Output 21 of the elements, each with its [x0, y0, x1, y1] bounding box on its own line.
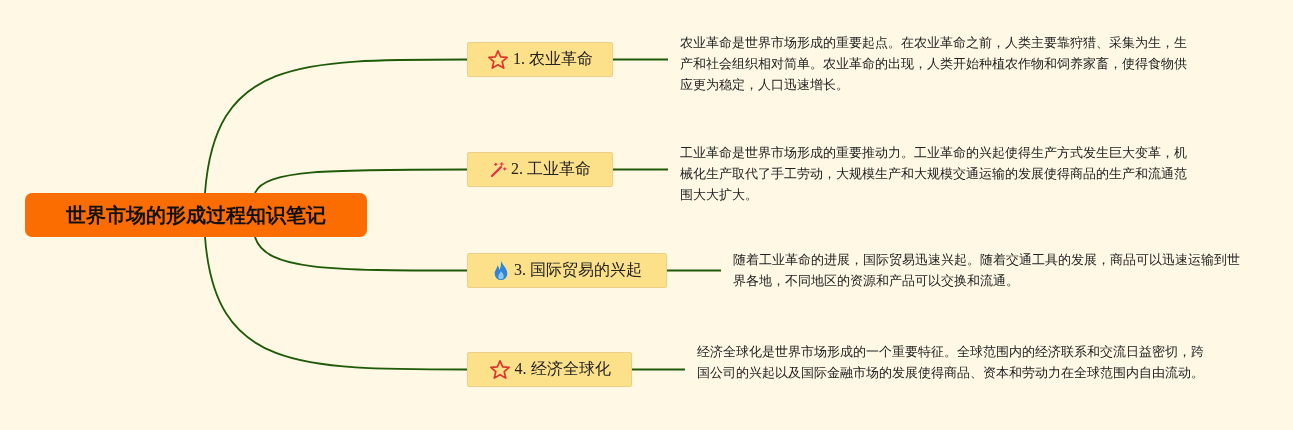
connector-line [612, 168, 669, 171]
connector-line [204, 236, 468, 371]
description-text: 工业革命是世界市场形成的重要推动力。工业革命的兴起使得生产方式发生巨大变革，机械化生产取代了手工劳动，大规模生产和大规模交通运输的发展使得商品的生产和流通范围大大扩大。 [680, 142, 1190, 205]
topic-label: 2. 工业革命 [511, 159, 591, 179]
description-text: 经济全球化是世界市场形成的一个重要特征。全球范围内的经济联系和交流日益密切，跨国公司的兴起以及国际金融市场的发展使得商品、资本和劳动力在全球范围内自由流动。 [697, 341, 1207, 383]
connector-line [254, 236, 468, 272]
connector-line [254, 168, 468, 194]
topic-box [467, 152, 613, 187]
connector-line [631, 368, 686, 371]
connector-line [204, 58, 468, 194]
topic-box [467, 352, 632, 387]
topic-label: 3. 国际贸易的兴起 [514, 260, 642, 280]
description-text: 农业革命是世界市场形成的重要起点。在农业革命之前，人类主要靠狩猎、采集为生，生产和社会组织相对简单。农业革命的出现，人类开始种植农作物和饲养家畜，使得食物供应更为稳定，人口迅速增长。 [680, 32, 1190, 95]
topic-box [467, 253, 667, 288]
topic-label: 4. 经济全球化 [514, 359, 611, 379]
topic-label: 1. 农业革命 [513, 49, 593, 69]
description-text: 随着工业革命的进展，国际贸易迅速兴起。随着交通工具的发展，商品可以迅速运输到世界各地，不同地区的资源和产品可以交换和流通。 [733, 249, 1243, 291]
connector-line [612, 58, 669, 61]
connector-line [666, 269, 722, 272]
root-topic: 世界市场的形成过程知识笔记 [25, 193, 367, 237]
topic-box [467, 42, 613, 77]
